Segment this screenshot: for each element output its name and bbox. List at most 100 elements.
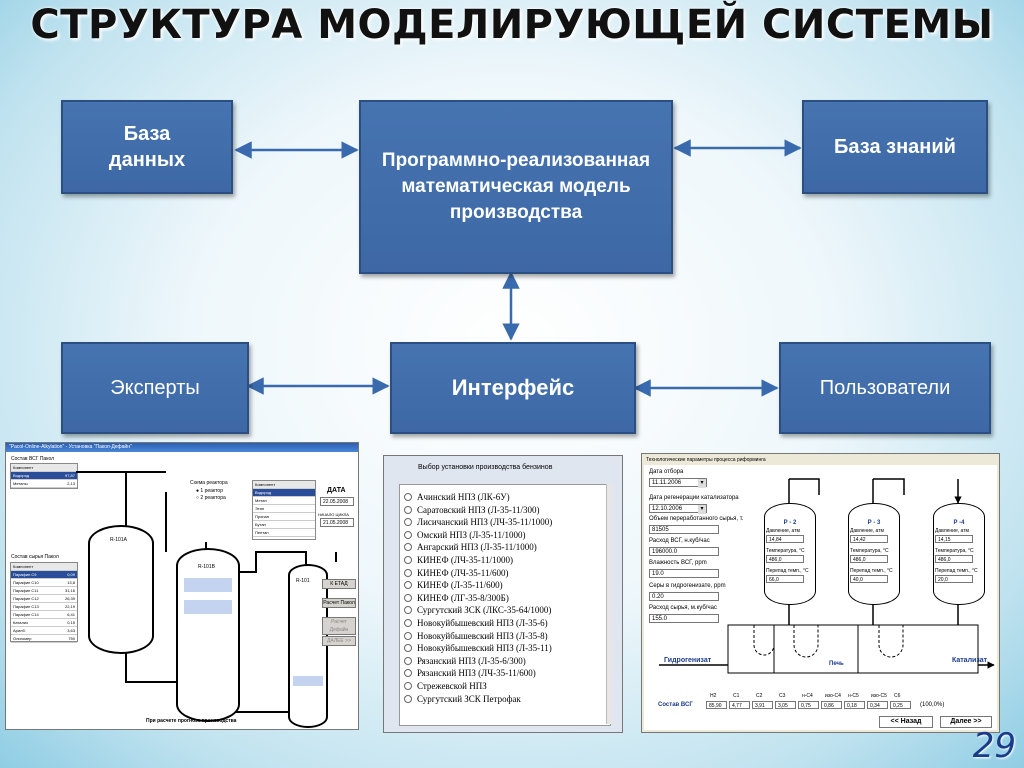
- pacol-calc-button[interactable]: К ЕТАД: [322, 579, 356, 589]
- experts-box: Эксперты: [61, 342, 249, 434]
- radio-icon[interactable]: [404, 593, 412, 602]
- radio-icon[interactable]: [404, 656, 412, 665]
- pacol-start-field[interactable]: 21.05.2008: [320, 518, 354, 527]
- comp-value-field[interactable]: 85,90: [706, 701, 727, 709]
- reforming-regen-field[interactable]: 12.10.2006▾: [649, 504, 707, 514]
- reactor-drop-field[interactable]: 20,0: [935, 575, 973, 583]
- reactor-pressure-field[interactable]: 14,84: [766, 535, 804, 543]
- list-item[interactable]: Новокуйбышевский НПЗ (Л-35-11): [400, 642, 610, 655]
- list-item[interactable]: Саратовский НПЗ (Л-35-11/300): [400, 504, 610, 517]
- reactor-drop-label: Перепад темп., °С: [850, 568, 893, 574]
- list-item[interactable]: КИНЕФ (Л-35-11/600): [400, 579, 610, 592]
- reactor-pressure-field[interactable]: 14,15: [935, 535, 973, 543]
- reforming-volume-field[interactable]: 81505: [649, 525, 719, 534]
- comp-value-field[interactable]: 0,34: [867, 701, 888, 709]
- pacol-vsg-label: Состав ВСГ Пакол: [11, 456, 55, 462]
- pacol-pakol-button[interactable]: Расчет Пакол: [322, 598, 356, 608]
- pacol-regime-opt1[interactable]: ● 1 реактор: [196, 488, 223, 494]
- reactor-drop-field[interactable]: 66,0: [766, 575, 804, 583]
- list-item[interactable]: Рязанский НПЗ (ЛЧ-35-11/600): [400, 667, 610, 680]
- reforming-sulfur-field[interactable]: 0.20: [649, 592, 719, 601]
- reforming-humid-field[interactable]: 19.0: [649, 569, 719, 578]
- radio-icon[interactable]: [404, 505, 412, 514]
- reactor-pressure-field[interactable]: 14,42: [850, 535, 888, 543]
- pacol-date-field[interactable]: 22.05.2008: [320, 497, 354, 506]
- reforming-feed-field[interactable]: 155.0: [649, 614, 719, 623]
- list-item[interactable]: Сургутский ЗСК Петрофак: [400, 693, 610, 706]
- radio-icon[interactable]: [404, 631, 412, 640]
- list-item[interactable]: Рязанский НПЗ (Л-35-6/300): [400, 655, 610, 668]
- radio-icon[interactable]: [404, 669, 412, 678]
- reforming-next-button[interactable]: Далее >>: [940, 716, 992, 728]
- list-item[interactable]: Ангарский НПЗ (Л-35-11/1000): [400, 541, 610, 554]
- radio-icon[interactable]: [404, 543, 412, 552]
- pacol-define-button[interactable]: Расчет Дефайн: [322, 617, 356, 635]
- pacol-date-label: ДАТА: [327, 487, 346, 494]
- list-item[interactable]: Омский НПЗ (Л-35-11/1000): [400, 529, 610, 542]
- reforming-humid-label: Влажность ВСГ, ppm: [649, 560, 707, 566]
- reactor-temp-label: Температура, °С: [935, 548, 974, 554]
- screenshot-plant-select: Выбор установки производства бензинов Ач…: [383, 455, 623, 733]
- table-row[interactable]: Арилб.3,63: [11, 628, 77, 635]
- comp-value-field[interactable]: 4,77: [729, 701, 750, 709]
- comp-value-field[interactable]: 0,18: [844, 701, 865, 709]
- pacol-canvas: Состав ВСГ Пакол Компонент Водород 97,87…: [6, 452, 358, 729]
- reactor-temp-field[interactable]: 486,0: [766, 555, 804, 563]
- list-item[interactable]: Сургутский ЗСК (ЛКС-35-64/1000): [400, 604, 610, 617]
- radio-icon[interactable]: [404, 681, 412, 690]
- list-item[interactable]: КИНЕФ (ЛЧ-35-11/600): [400, 567, 610, 580]
- list-item[interactable]: КИНЕФ (ЛЧ-35-11/1000): [400, 554, 610, 567]
- comp-value-field[interactable]: 3,05: [775, 701, 796, 709]
- reforming-canvas: Дата отбора 11.11.2006▾ Дата регенерации…: [644, 465, 997, 730]
- table-row[interactable]: Водород 97,87: [11, 472, 77, 480]
- radio-icon[interactable]: [404, 694, 412, 703]
- pacol-next-button[interactable]: ДАЛЕЕ >>: [322, 636, 356, 646]
- comp-value-field[interactable]: 0,25: [890, 701, 911, 709]
- reactor-drop-field[interactable]: 40,0: [850, 575, 888, 583]
- radio-icon[interactable]: [404, 606, 412, 615]
- reforming-header: Технологические параметры процесса рифор…: [646, 457, 766, 463]
- reforming-hydro-label: Гидрогенизат: [664, 657, 712, 664]
- reactor-temp-field[interactable]: 486,0: [850, 555, 888, 563]
- comp-value-field[interactable]: 0,86: [821, 701, 842, 709]
- list-item[interactable]: Стрежевской НПЗ: [400, 680, 610, 693]
- radio-icon[interactable]: [404, 568, 412, 577]
- reactor-temp-field[interactable]: 486,0: [935, 555, 973, 563]
- reforming-vsg-field[interactable]: 196000.0: [649, 547, 719, 556]
- list-item[interactable]: Новокуйбышевский НПЗ (Л-35-6): [400, 617, 610, 630]
- reforming-date-label: Дата отбора: [649, 469, 684, 475]
- comp-value-field[interactable]: 0,75: [798, 701, 819, 709]
- reforming-back-button[interactable]: << Назад: [879, 716, 933, 728]
- list-item[interactable]: Новокуйбышевский НПЗ (Л-35-8): [400, 630, 610, 643]
- radio-icon[interactable]: [404, 518, 412, 527]
- list-item[interactable]: КИНЕФ (ЛГ-35-8/300Б): [400, 592, 610, 605]
- list-item[interactable]: Лисичанский НПЗ (ЛЧ-35-11/1000): [400, 516, 610, 529]
- comp-value-field[interactable]: 3,91: [752, 701, 773, 709]
- radio-icon[interactable]: [404, 555, 412, 564]
- radio-icon[interactable]: [404, 581, 412, 590]
- radio-icon[interactable]: [404, 644, 412, 653]
- pacol-title: "Pacol-Online-Alkylation" - Установка "П…: [6, 443, 358, 452]
- reforming-catalyzate-label: Катализат: [952, 657, 988, 664]
- radio-icon[interactable]: [404, 530, 412, 539]
- screenshot-pacol: "Pacol-Online-Alkylation" - Установка "П…: [5, 442, 359, 730]
- radio-icon[interactable]: [404, 493, 412, 501]
- list-item[interactable]: Ачинский НПЗ (ЛК-6У): [400, 491, 610, 504]
- reforming-date-field[interactable]: 11.11.2006▾: [649, 478, 707, 488]
- table-row[interactable]: Метаны 2,13: [11, 481, 77, 488]
- pacol-vsg-table[interactable]: Компонент Водород 97,87 Метаны 2,13: [10, 463, 78, 489]
- plant-list-scrollbar[interactable]: [606, 484, 613, 724]
- radio-icon[interactable]: [404, 618, 412, 627]
- reforming-comp-label: Состав ВСГ: [658, 702, 693, 708]
- pacol-regime-opt2[interactable]: ○ 2 реактора: [196, 495, 226, 501]
